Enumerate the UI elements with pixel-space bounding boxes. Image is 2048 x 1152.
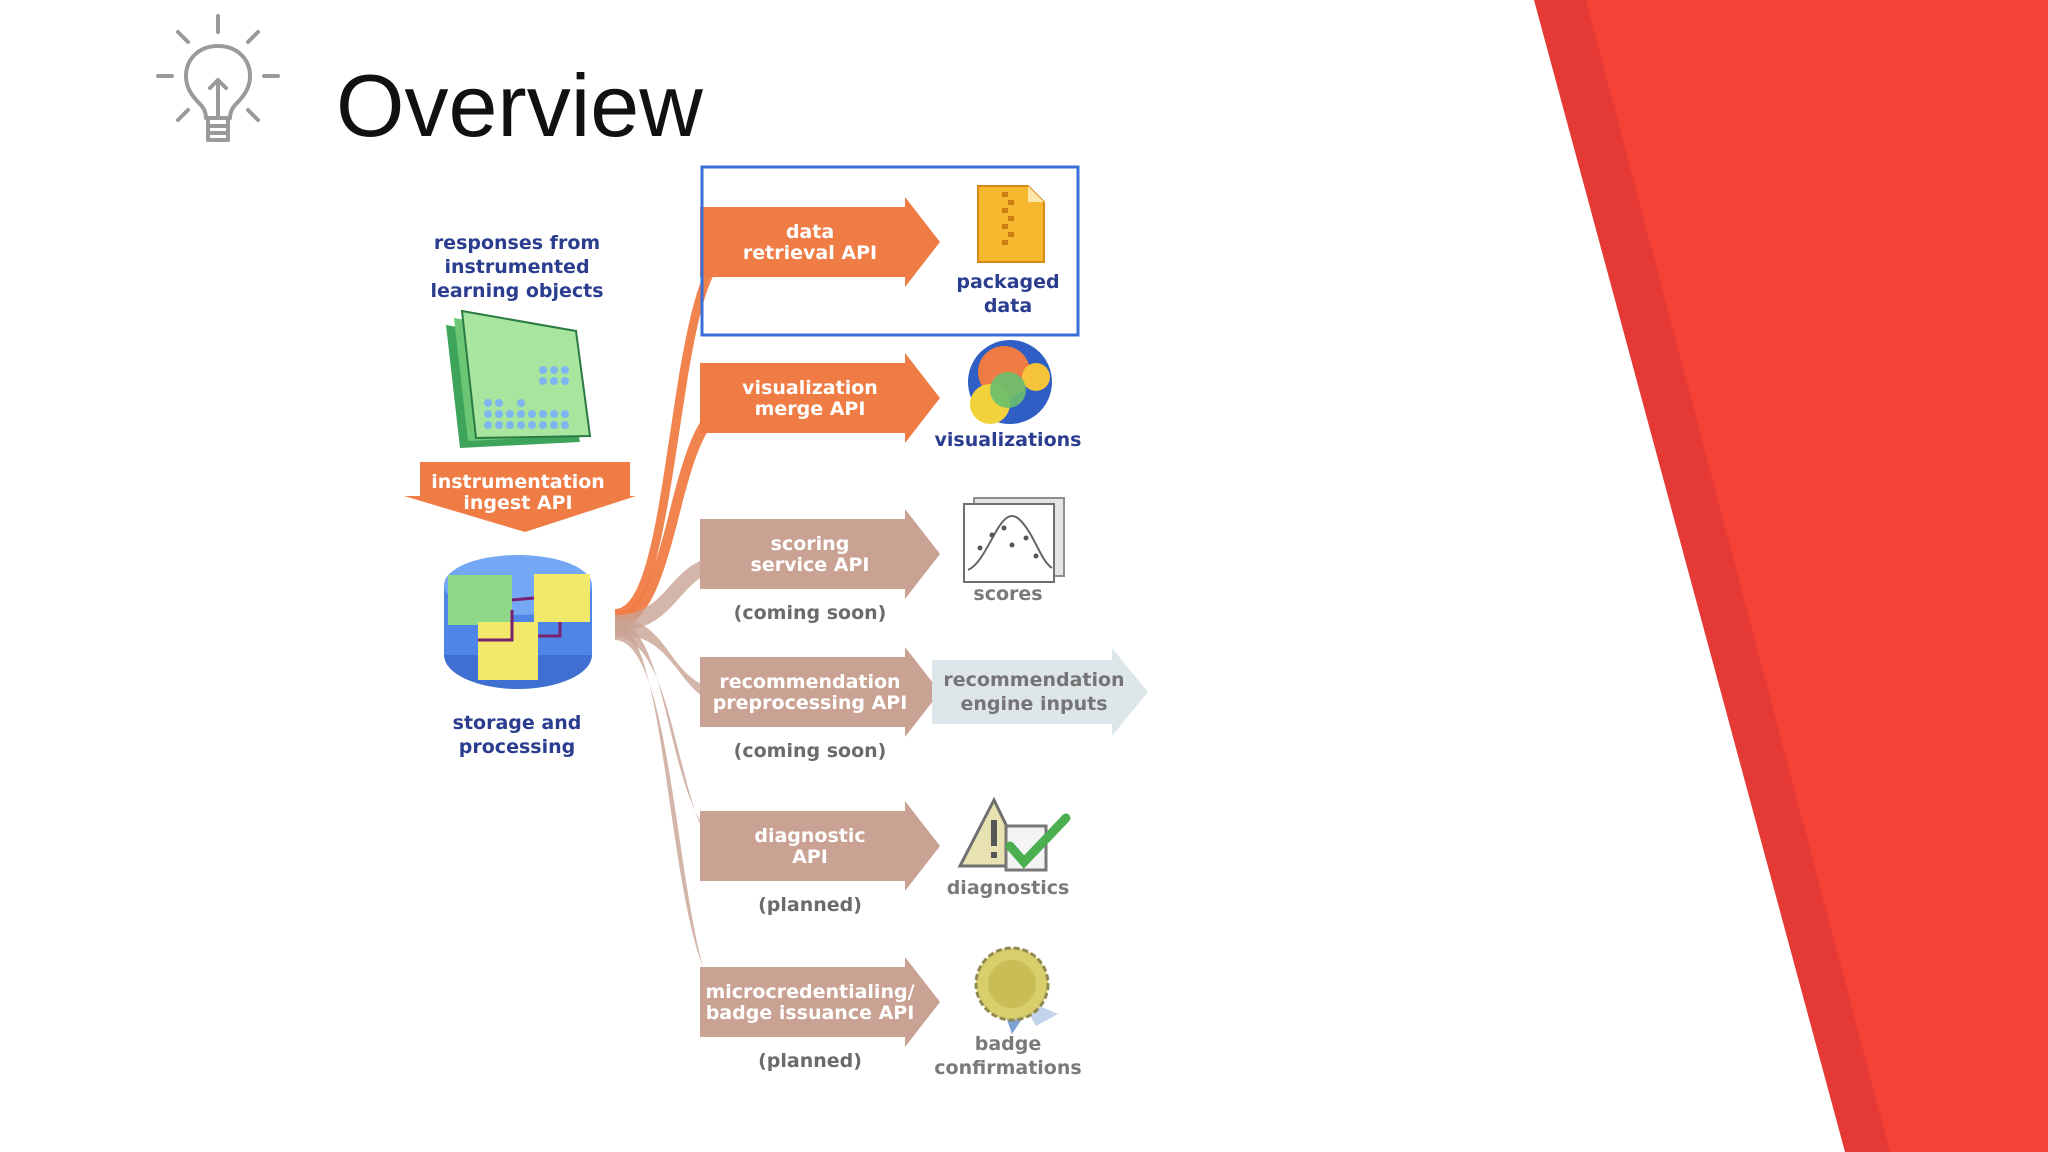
output-label: engine inputs <box>960 693 1107 715</box>
output-label: visualizations <box>935 429 1082 451</box>
ingest-label: instrumentation <box>431 471 605 493</box>
api-label: API <box>792 846 828 868</box>
api-label: badge issuance API <box>706 1002 915 1024</box>
api-arrow <box>700 509 940 599</box>
storage-label: storage and <box>453 712 582 734</box>
output-label: packaged <box>956 271 1059 293</box>
highlight-box <box>700 165 1080 337</box>
api-label: scoring <box>771 533 850 555</box>
visualization-circles-icon <box>968 340 1052 424</box>
output-label: recommendation <box>943 669 1124 691</box>
flow-branch <box>615 621 735 860</box>
output-label: badge <box>975 1033 1042 1055</box>
warning-check-icon <box>957 796 1071 872</box>
slide-title: Overview <box>336 56 703 155</box>
flow-branch <box>615 242 735 625</box>
api-label: recommendation <box>719 671 900 693</box>
api-label: service API <box>751 554 870 576</box>
output-label: diagnostics <box>947 877 1070 899</box>
learning-objects-icon <box>446 309 592 448</box>
api-label: preprocessing API <box>713 692 908 714</box>
output-label: data <box>984 295 1032 317</box>
api-arrow <box>700 647 940 737</box>
source-label: responses from <box>434 232 600 254</box>
flow-branch <box>615 398 735 628</box>
api-label: diagnostic <box>754 825 865 847</box>
api-status: (coming soon) <box>734 740 887 762</box>
database-icon <box>444 555 592 689</box>
api-status: (planned) <box>758 1050 862 1072</box>
api-arrow <box>700 801 940 891</box>
api-label: merge API <box>755 398 866 420</box>
api-label: retrieval API <box>743 242 877 264</box>
badge-ribbon-icon <box>974 946 1058 1034</box>
output-label: scores <box>973 583 1042 605</box>
api-label: microcredentialing/ <box>705 981 914 1003</box>
red-accent-shape <box>1586 0 2048 1152</box>
api-label: data <box>786 221 834 243</box>
api-arrow <box>700 197 940 287</box>
score-chart-icon <box>963 497 1065 583</box>
ingest-label: ingest API <box>463 492 572 514</box>
lightbulb-icon <box>156 14 280 142</box>
api-arrow <box>700 353 940 443</box>
output-label: confirmations <box>934 1057 1081 1079</box>
api-arrow <box>700 957 940 1047</box>
api-label: visualization <box>742 377 878 399</box>
zip-file-icon <box>977 185 1045 263</box>
flow-branch <box>615 618 735 706</box>
api-status: (planned) <box>758 894 862 916</box>
source-label: learning objects <box>430 280 603 302</box>
right-arrow-icon <box>932 648 1148 736</box>
api-status: (coming soon) <box>734 602 887 624</box>
storage-label: processing <box>459 736 575 758</box>
flow-branch <box>615 624 735 1016</box>
source-label: instrumented <box>444 256 589 278</box>
ingest-arrow <box>404 462 636 532</box>
